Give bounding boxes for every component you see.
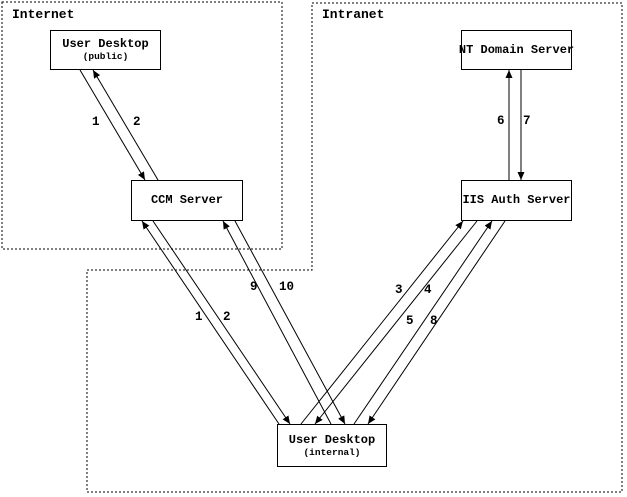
label-step-7: 7 — [523, 114, 531, 128]
node-user-desktop-internal: User Desktop (internal) — [277, 424, 387, 467]
arrow-1-internal-desktop-to-ccm — [141, 220, 280, 425]
label-step-5: 5 — [406, 314, 414, 328]
label-step-6: 6 — [497, 114, 505, 128]
node-nt-domain-server-title: NT Domain Server — [458, 42, 575, 57]
node-user-desktop-public: User Desktop (public) — [50, 30, 161, 70]
label-step-10: 10 — [279, 280, 295, 294]
label-step-2-public: 2 — [133, 115, 141, 129]
label-step-4: 4 — [424, 283, 432, 297]
arrow-2-ccm-to-internal-desktop — [152, 220, 291, 425]
zone-label-internet: Internet — [12, 7, 75, 22]
label-step-8: 8 — [430, 314, 438, 328]
arrow-1-public-desktop-to-ccm — [79, 69, 146, 181]
intranet-zone-boundary — [86, 2, 623, 493]
label-step-1-public: 1 — [92, 115, 100, 129]
arrow-8-iis-to-internal-desktop — [367, 220, 506, 425]
arrow-9-internal-desktop-to-ccm — [222, 220, 332, 425]
node-user-desktop-internal-subtitle: (internal) — [303, 446, 361, 458]
node-ccm-server-title: CCM Server — [150, 193, 223, 207]
zone-label-intranet: Intranet — [322, 7, 385, 22]
arrow-5-internal-desktop-to-iis — [353, 220, 493, 425]
internet-zone-boundary — [1, 1, 283, 250]
node-iis-auth-server: IIS Auth Server — [461, 180, 572, 221]
label-step-2-internal: 2 — [223, 310, 231, 324]
node-user-desktop-public-subtitle: (public) — [82, 51, 129, 62]
arrow-3-internal-desktop-to-iis — [300, 220, 464, 425]
node-user-desktop-internal-title: User Desktop — [288, 432, 376, 447]
arrow-10-ccm-to-internal-desktop — [234, 220, 346, 425]
label-step-1-internal: 1 — [195, 310, 203, 324]
label-step-3: 3 — [395, 283, 403, 297]
arrow-2-ccm-to-public-desktop — [92, 69, 159, 181]
node-nt-domain-server: NT Domain Server — [458, 30, 575, 70]
node-user-desktop-public-title: User Desktop — [62, 37, 149, 51]
node-iis-auth-server-title: IIS Auth Server — [462, 193, 571, 207]
node-ccm-server: CCM Server — [131, 180, 243, 221]
label-step-9: 9 — [250, 280, 258, 294]
arrow-4-iis-to-internal-desktop — [314, 220, 478, 425]
